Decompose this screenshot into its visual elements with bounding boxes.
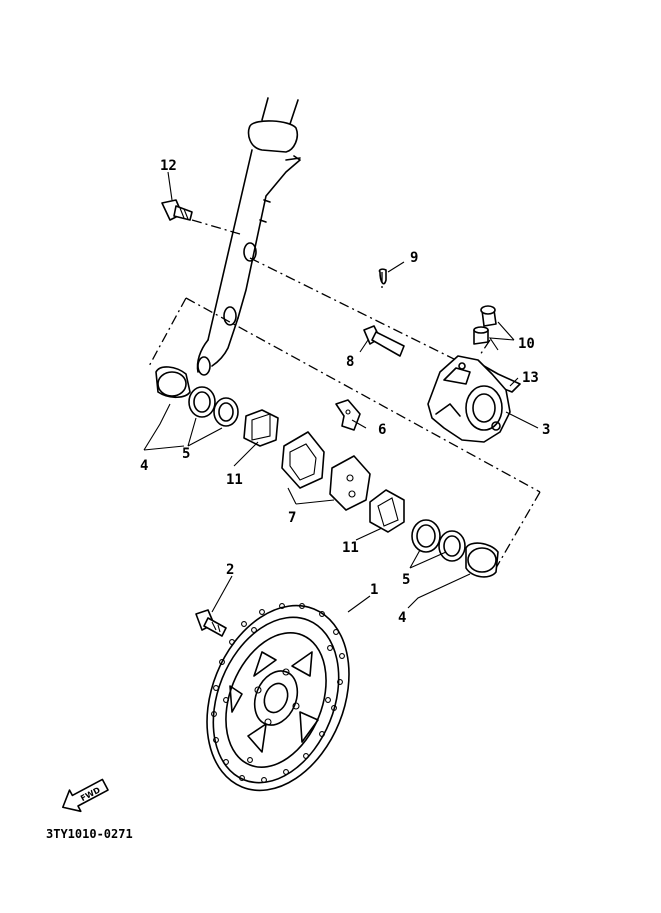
fwd-arrow-icon: FWD — [62, 778, 109, 813]
callout-2: 2 — [226, 562, 234, 578]
seal-5-right — [411, 519, 466, 562]
callout-4-right: 4 — [398, 610, 406, 626]
brake-pad-7-a — [281, 431, 325, 489]
caliper-3 — [427, 355, 511, 443]
callout-5-right: 5 — [402, 572, 410, 588]
callout-13: 13 — [522, 370, 539, 386]
bolt-12 — [161, 199, 193, 221]
callout-11-left: 11 — [226, 472, 243, 488]
brake-disc-1 — [206, 603, 350, 792]
callout-6: 6 — [378, 422, 386, 438]
front-fork-leg — [196, 97, 301, 376]
pad-pin-8 — [363, 325, 405, 357]
callout-11-right: 11 — [342, 540, 359, 556]
callout-3: 3 — [542, 422, 550, 438]
bleed-screw-10 — [473, 305, 497, 345]
callout-9: 9 — [410, 250, 418, 266]
pad-spring-6 — [335, 399, 361, 431]
callout-7: 7 — [288, 510, 296, 526]
callout-1: 1 — [370, 582, 378, 598]
callouts: 12 9 8 10 13 3 6 4 5 11 7 11 5 4 2 1 — [140, 158, 550, 626]
bushing-4-left — [155, 366, 191, 399]
bushing-4-right — [465, 542, 499, 578]
brake-pad-7-b — [329, 455, 371, 511]
seal-5-left — [188, 386, 239, 427]
pad-shim-11-left — [243, 409, 279, 447]
callout-8: 8 — [346, 354, 354, 370]
pad-shim-11-right — [369, 489, 405, 533]
disc-bolt-2 — [195, 609, 227, 637]
disc-holes — [211, 603, 345, 783]
callout-12: 12 — [160, 158, 177, 174]
callout-10: 10 — [518, 336, 535, 352]
drawing-code: 3TY1010-0271 — [46, 827, 133, 841]
pin-clip-9 — [378, 268, 387, 285]
leader-lines — [143, 171, 539, 613]
callout-4-left: 4 — [140, 458, 148, 474]
callout-5-left: 5 — [182, 446, 190, 462]
